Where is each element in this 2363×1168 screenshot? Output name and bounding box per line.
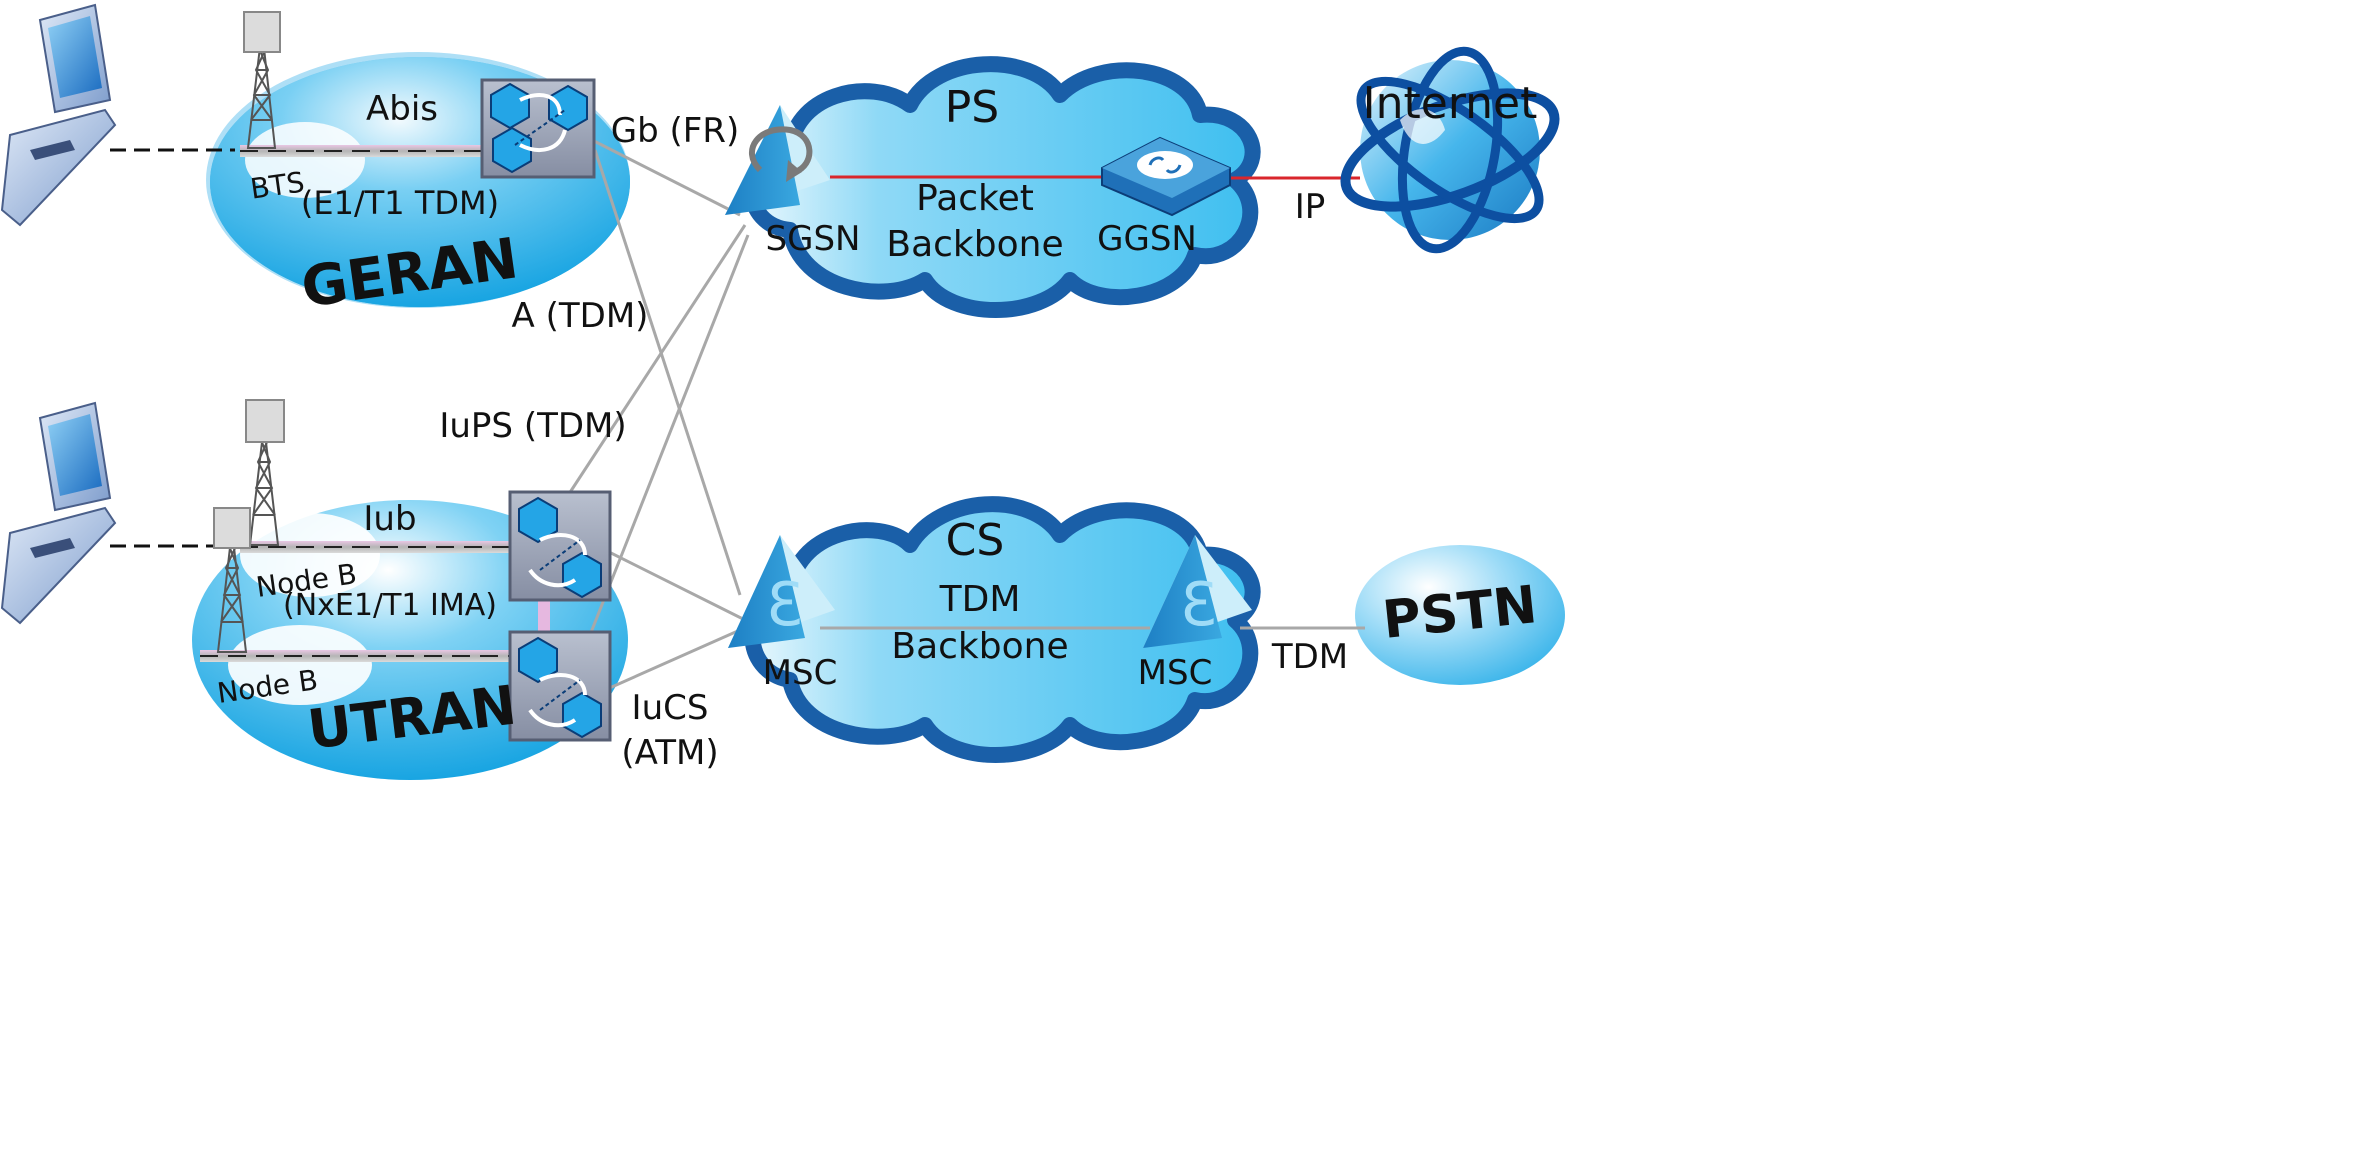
ggsn-icon [1101, 136, 1231, 217]
tdm-backbone-label: Backbone [891, 626, 1068, 667]
svg-text:Ɛ: Ɛ [766, 570, 803, 640]
iups-link-2 [588, 234, 750, 636]
internet-label: Internet [1363, 78, 1538, 129]
ggsn-label: GGSN [1097, 219, 1197, 259]
sgsn-label: SGSN [766, 219, 861, 259]
gb-link [591, 138, 741, 217]
bsc-switch-icon [480, 78, 596, 179]
iub-label: Iub [363, 499, 416, 539]
msc-right-label: MSC [1138, 653, 1213, 693]
sgsn-icon [725, 105, 830, 215]
tdm-core-label: TDM [939, 579, 1021, 620]
iucs-link-2 [604, 628, 741, 692]
rnc-interconnect [538, 600, 550, 635]
tower-icon [213, 507, 251, 653]
ps-label: PS [945, 82, 999, 133]
links [563, 138, 1365, 692]
e1t1-label: (E1/T1 TDM) [301, 184, 499, 222]
nxe1-label: (NxE1/T1 IMA) [283, 588, 497, 623]
iucs-link-1 [604, 548, 746, 622]
packet-backbone-label: Backbone [886, 224, 1063, 265]
phone-icon [0, 3, 117, 227]
internet-globe-icon [1340, 46, 1560, 254]
iucs-label: IuCS [632, 688, 709, 728]
labels: PS Packet Backbone SGSN GGSN Internet IP… [215, 78, 1540, 773]
msc-left-label: MSC [763, 653, 838, 693]
atm-label: (ATM) [621, 733, 718, 773]
iups-label: IuPS (TDM) [439, 406, 626, 446]
msc-icon: Ɛ [728, 535, 835, 648]
bts-label: BTS [248, 165, 306, 205]
iups-link-1 [563, 224, 747, 501]
phone-icon [0, 401, 117, 625]
abis-link [240, 145, 485, 157]
rnc-switch-icon [508, 630, 612, 742]
packet-label: Packet [916, 178, 1034, 219]
cs-cloud [744, 496, 1261, 763]
ip-label: IP [1295, 187, 1326, 227]
ps-cloud [744, 56, 1261, 318]
abis-label: Abis [366, 89, 438, 129]
cs-label: CS [946, 515, 1005, 566]
msc-icon: Ɛ [1143, 535, 1252, 648]
a-link [593, 149, 742, 596]
red-links [830, 175, 1360, 180]
iub-link-top [240, 541, 510, 553]
pstn-tdm-label: TDM [1271, 637, 1348, 677]
rnc-switch-icon [508, 490, 612, 602]
gb-label: Gb (FR) [611, 111, 739, 151]
tower-icon [243, 11, 281, 149]
iub-link-bottom [200, 650, 510, 662]
svg-text:Ɛ: Ɛ [1180, 570, 1217, 640]
pstn-region [1355, 545, 1565, 685]
a-tdm-label: A (TDM) [512, 296, 649, 336]
tower-icon [245, 399, 285, 546]
